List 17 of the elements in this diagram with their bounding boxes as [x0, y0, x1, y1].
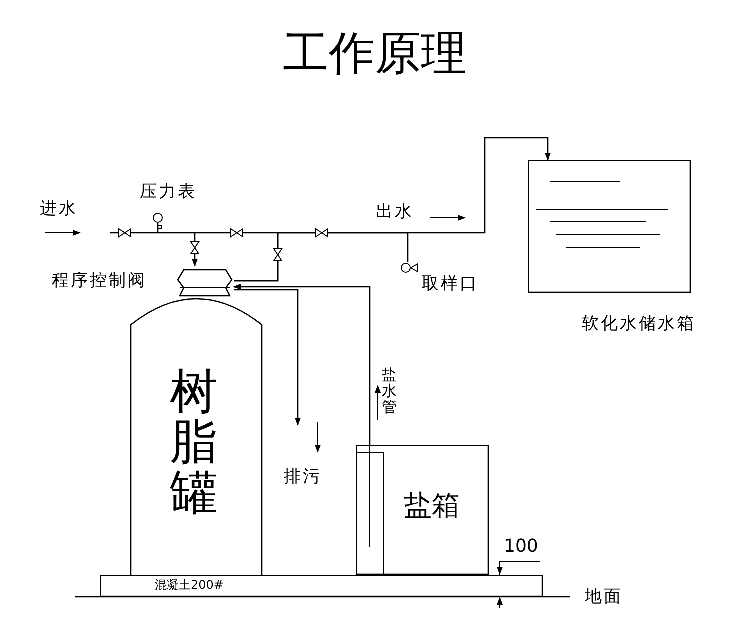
salt-box-label: 盐箱 [404, 491, 460, 522]
ground-label: 地面 [585, 588, 623, 607]
gauge-label: 压力表 [140, 183, 197, 202]
base-label: 混凝土200# [155, 579, 224, 592]
storage-tank-label: 软化水储水箱 [582, 315, 696, 334]
edge-label: 排污 [284, 468, 322, 487]
sample-port-label: 取样口 [422, 275, 479, 294]
valve-label: 程序控制阀 [52, 272, 147, 291]
edge-label: 出水 [376, 203, 414, 222]
edge-label: 进水 [40, 200, 78, 219]
tank-label: 树脂罐 [170, 367, 219, 518]
dimension-label: 100 [504, 537, 538, 557]
title: 工作原理 [282, 28, 468, 79]
pipe [234, 232, 409, 282]
pipe [233, 284, 371, 445]
pipe [234, 289, 301, 426]
pipe [110, 232, 198, 267]
